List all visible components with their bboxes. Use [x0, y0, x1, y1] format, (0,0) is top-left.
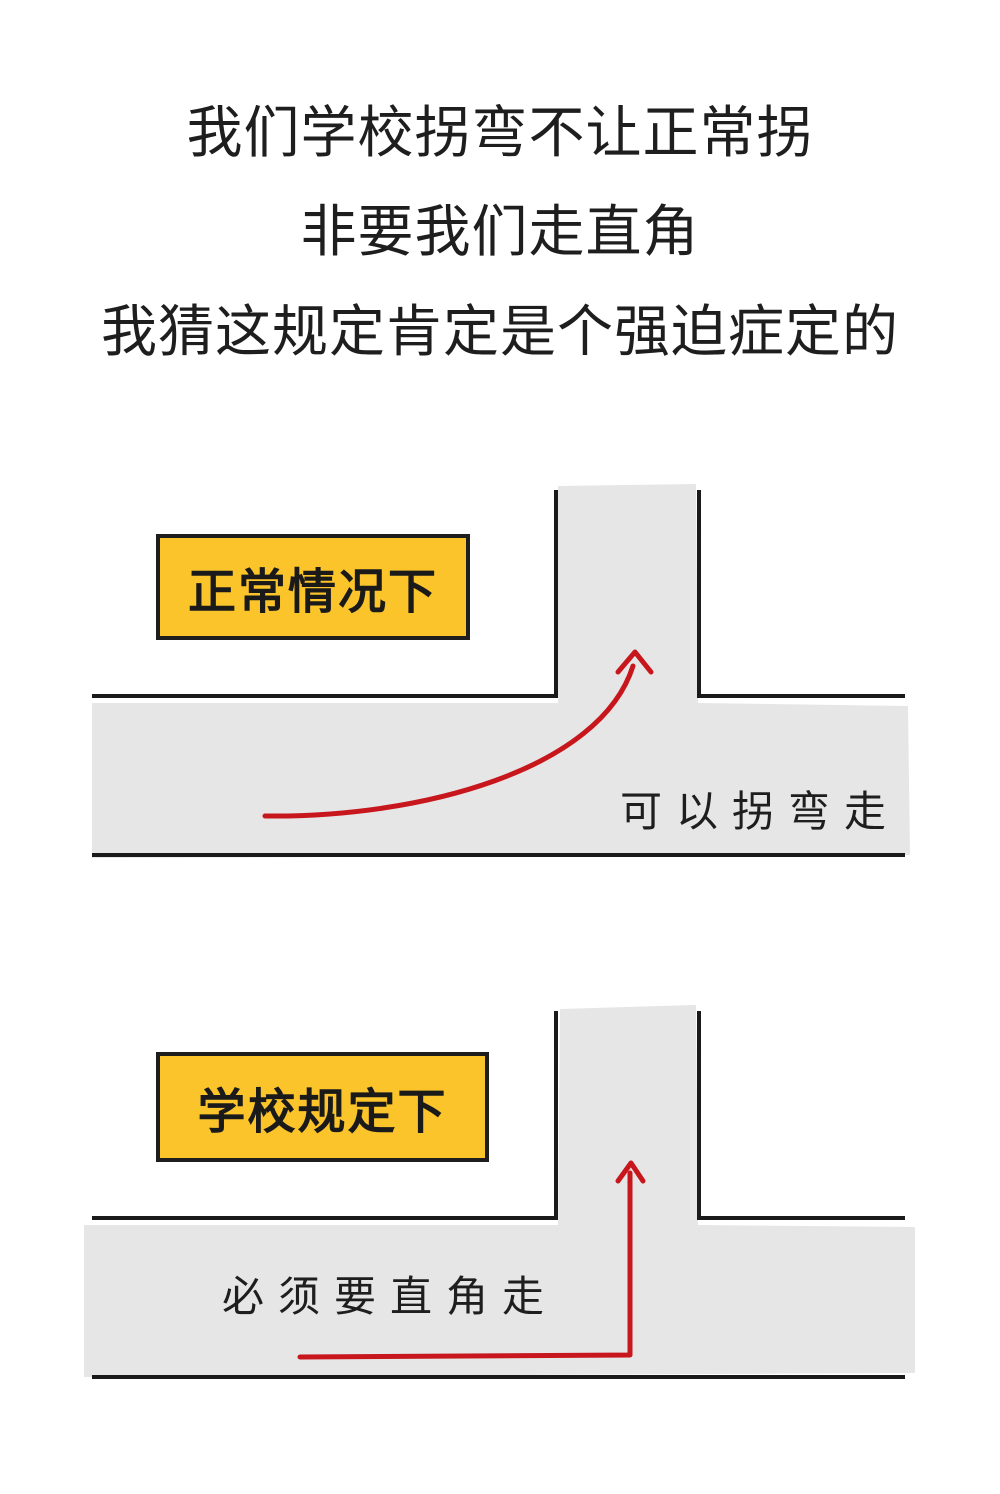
label-badge-normal: 正常情况下: [156, 534, 470, 640]
t-junction-road-normal: [92, 484, 910, 858]
arrow-head-icon: [615, 1160, 646, 1184]
caption-line-3: 我猜这规定肯定是个强迫症定的: [101, 300, 899, 365]
road-wall-left: [92, 1011, 558, 1220]
road-wall-right: [697, 490, 905, 698]
note-can-turn: 可以拐弯走: [620, 787, 901, 836]
arrow-head-icon: [615, 649, 654, 675]
label-badge-school: 学校规定下: [156, 1052, 489, 1162]
t-junction-road-school: [84, 1005, 915, 1379]
curved-arrow-path: [262, 663, 636, 819]
road-surface: [84, 1005, 915, 1377]
caption-line-2: 非要我们走直角: [300, 200, 700, 265]
road-surface: [92, 484, 910, 858]
right-angle-arrow-path: [297, 1170, 633, 1360]
caption-line-1: 我们学校拐弯不让正常拐: [186, 101, 814, 166]
road-wall-left: [92, 490, 558, 698]
diagram-right-angle-turn: 学校规定下 必须要直角走: [0, 995, 1000, 1415]
road-wall-right: [697, 1011, 905, 1220]
note-must-right-angle: 必须要直角走: [222, 1272, 559, 1321]
diagram-normal-turn: 正常情况下 可以拐弯走: [0, 470, 1000, 890]
